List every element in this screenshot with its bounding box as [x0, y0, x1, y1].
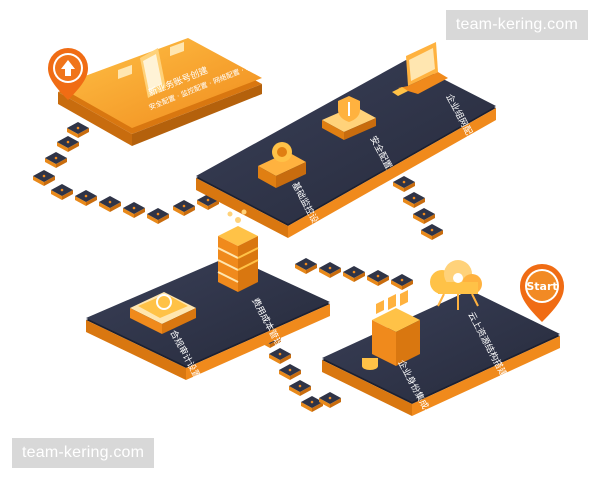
path-tile — [391, 274, 413, 290]
monitor-console-icon — [258, 142, 306, 188]
path-tile — [123, 202, 145, 218]
path-tile — [319, 262, 341, 278]
path-tile — [295, 258, 317, 274]
path-tiles — [33, 122, 443, 412]
path-tile — [269, 348, 291, 364]
path-tile — [421, 224, 443, 240]
path-tile — [51, 184, 73, 200]
document-folder-icon — [130, 292, 196, 334]
path-tile — [279, 364, 301, 380]
path-tile — [99, 196, 121, 212]
path-tile — [413, 208, 435, 224]
watermark-bottom: team-kering.com — [12, 438, 155, 468]
path-tile — [319, 392, 341, 408]
security-shield-icon — [322, 96, 376, 140]
path-tile — [403, 192, 425, 208]
watermark-top: team-kering.com — [445, 10, 588, 40]
path-tile — [393, 176, 415, 192]
path-tile — [301, 396, 323, 412]
mobile-phone-icon — [118, 41, 184, 98]
start-badge-label: Start — [526, 280, 557, 293]
path-tile — [289, 380, 311, 396]
laptop-computer-icon — [392, 42, 448, 96]
coin-stack-icon — [217, 209, 259, 292]
server-box-icon — [362, 290, 420, 370]
path-tile — [173, 200, 195, 216]
path-tile — [67, 122, 89, 138]
path-tile — [75, 190, 97, 206]
path-tile — [147, 208, 169, 224]
location-pin-start-icon[interactable]: Start — [520, 264, 564, 322]
path-tile — [343, 266, 365, 282]
path-tile — [57, 136, 79, 152]
platform-cost-audit — [86, 256, 330, 380]
path-tile — [367, 270, 389, 286]
platform-cloud-identity — [322, 290, 560, 416]
location-pin-up-arrow-icon[interactable] — [48, 48, 88, 100]
path-tile — [45, 152, 67, 168]
path-tile — [33, 170, 55, 186]
cloud-network-icon — [430, 260, 482, 310]
